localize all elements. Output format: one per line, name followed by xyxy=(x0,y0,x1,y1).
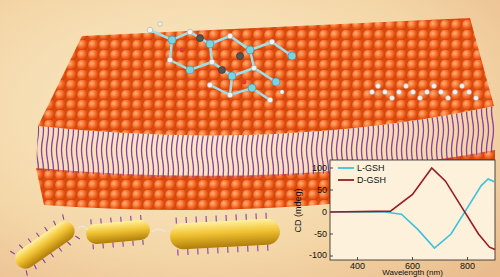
glutathione-molecules xyxy=(150,30,292,100)
y-tick: 100 xyxy=(312,164,327,173)
legend-label: L-GSH xyxy=(357,164,385,173)
y-tick: -50 xyxy=(314,230,327,239)
helix-peptide xyxy=(370,84,479,101)
y-tick: 50 xyxy=(317,186,327,195)
x-axis-title: Wavelength (nm) xyxy=(382,269,443,277)
y-tick: -100 xyxy=(309,251,327,260)
x-tick: 400 xyxy=(350,262,365,271)
gold-nanorods xyxy=(9,212,281,277)
x-tick: 800 xyxy=(460,262,475,271)
y-axis-title: CD (mdeg) xyxy=(293,188,302,232)
y-tick: 0 xyxy=(322,208,327,217)
upper-leaflet xyxy=(38,18,494,135)
atoms xyxy=(147,22,296,103)
cd-chart xyxy=(330,160,495,260)
legend-label: D-GSH xyxy=(357,176,386,185)
